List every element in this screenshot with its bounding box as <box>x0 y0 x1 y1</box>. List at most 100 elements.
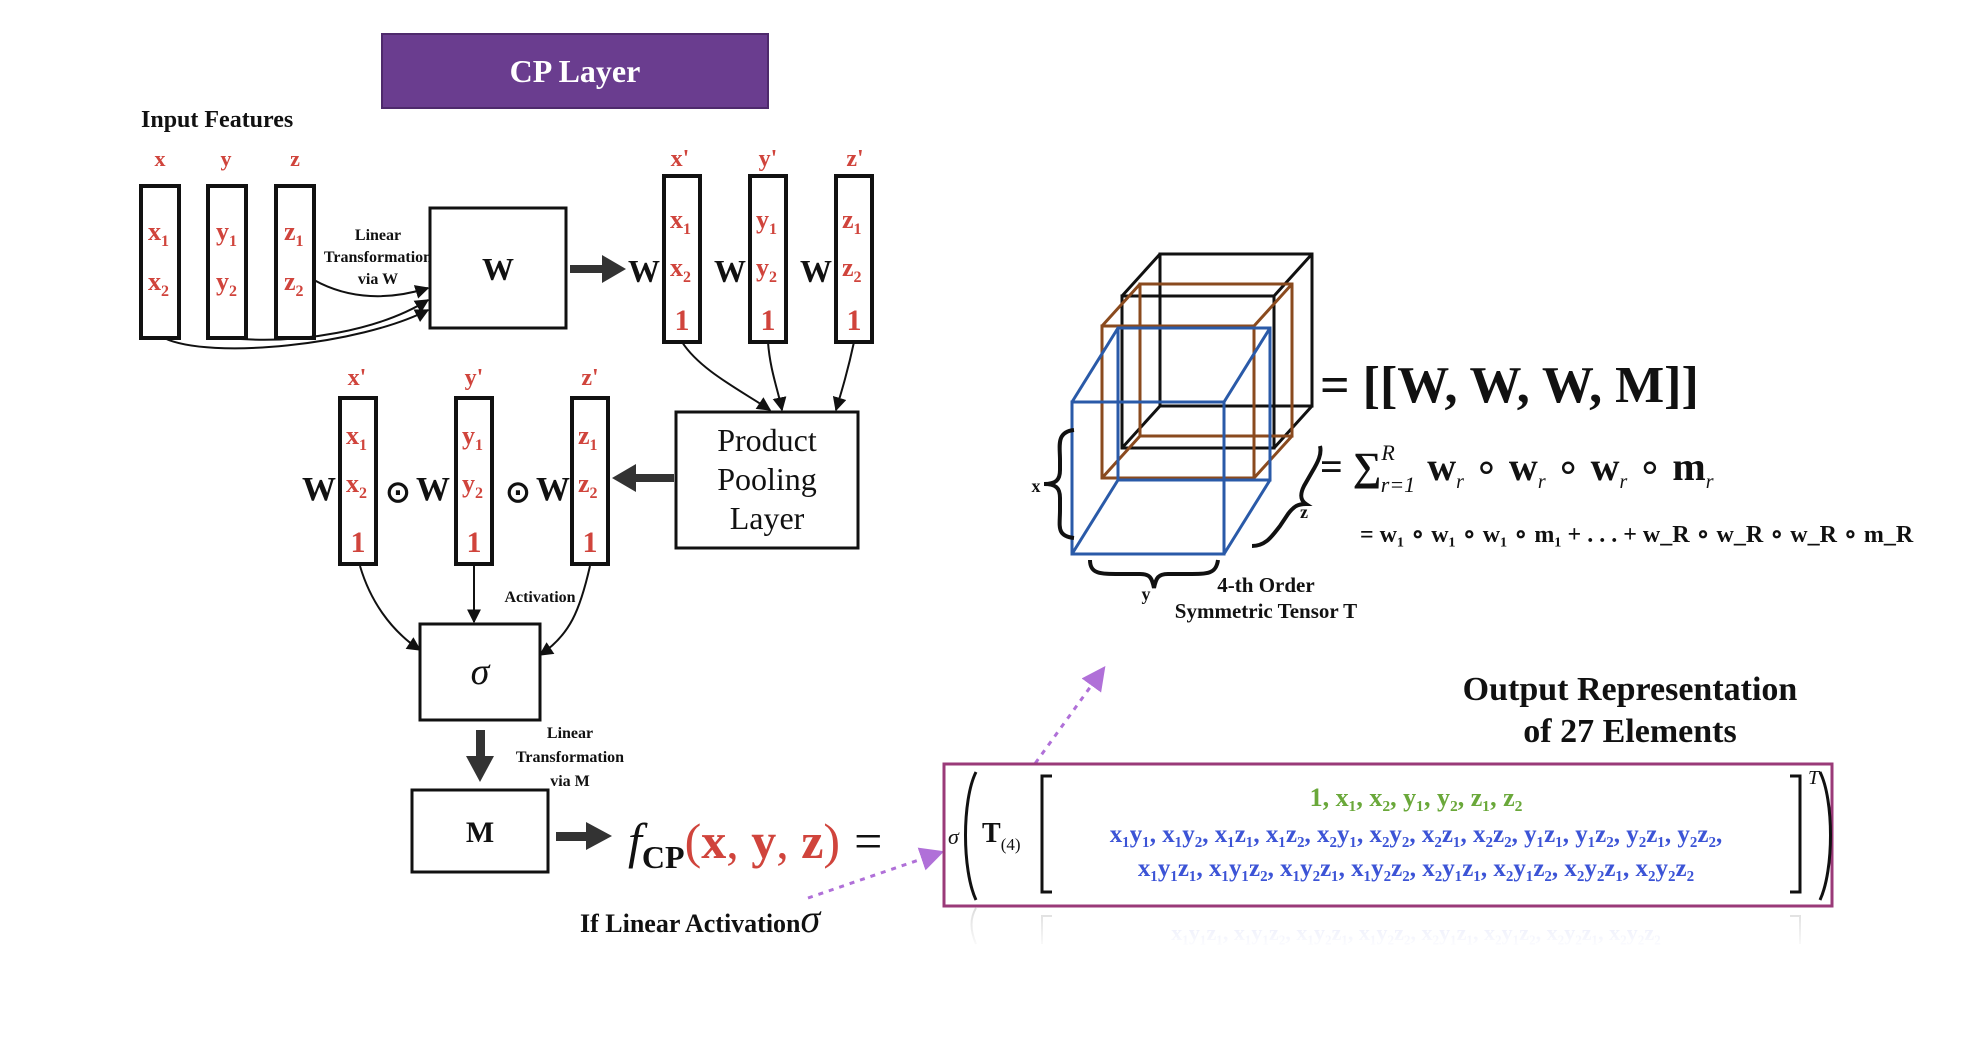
transformed-w-y: W <box>714 253 746 289</box>
transformed-z-header: z' <box>846 146 863 172</box>
tensor-caption: 4-th Order Symmetric Tensor T <box>1175 573 1357 623</box>
tensor-cube <box>1070 252 1314 556</box>
odot-2: ⊙ <box>505 476 530 509</box>
output-T: T(4) <box>982 818 1021 854</box>
banner-title: CP Layer <box>510 53 641 89</box>
fcp-expression: fCP(x, y, z)= <box>628 813 882 875</box>
w-box <box>428 206 568 330</box>
input-y2: y2 <box>216 267 237 300</box>
transformed-to-pooling-arrows <box>681 341 855 412</box>
x-brace-label: x <box>1032 476 1041 496</box>
output-title-line1: Output Representation <box>1463 671 1798 708</box>
product-pooling-box <box>674 410 860 550</box>
product-w-x: W <box>302 471 336 508</box>
linear-w-line1: Linear <box>355 227 401 244</box>
arrow-y-to-w <box>227 299 430 341</box>
m-to-fcp-arrow <box>556 822 612 850</box>
m-box <box>410 788 550 874</box>
p-x1: x1 <box>346 421 367 454</box>
tensor-eq-expanded: = w₁ ∘ w₁ ∘ w₁ ∘ m₁ + . . . + w_R ∘ w_R … <box>1360 522 1914 548</box>
input-x-header: x <box>155 146 166 171</box>
output-row-order3: x₁y₁z₁, x₁y₁z₂, x₁y₂z₁, x₁y₂z₂, x₂y₁z₁, … <box>1138 855 1694 882</box>
t-x2: x2 <box>670 253 691 286</box>
cube-brown <box>1100 282 1294 480</box>
product-x-header: x' <box>348 365 367 391</box>
dotted-arrow-to-output <box>807 847 945 900</box>
transformed-x-header: x' <box>671 146 690 172</box>
input-to-w-arrows <box>163 279 430 350</box>
y-brace-label: y <box>1142 584 1151 604</box>
output-close-paren <box>1818 771 1832 901</box>
transformed-w-x: W <box>628 253 660 289</box>
y-brace <box>1088 559 1220 589</box>
product-z-vector <box>570 396 610 566</box>
p-y-one: 1 <box>467 526 482 559</box>
p-z2: z2 <box>578 469 598 502</box>
output-row-order2: x₁y₁, x₁y₂, x₁z₁, x₁z₂, x₂y₁, x₂y₂, x₂z₁… <box>1110 821 1722 848</box>
t-y-one: 1 <box>761 304 776 337</box>
transformed-y-header: y' <box>759 146 778 172</box>
product-pooling-label: Product Pooling Layer <box>717 422 817 536</box>
banner <box>381 33 769 109</box>
p-y2: y2 <box>462 469 483 502</box>
product-w-z: W <box>536 471 570 508</box>
activation-label: Activation <box>504 589 575 606</box>
linear-m-line2: Transformation <box>516 749 624 766</box>
output-elements: 1, x₁, x₂, y₁, y₂, z₁, z₂ x₁y₁, x₁y₂, x₁… <box>1110 783 1722 882</box>
arrow-z-to-w <box>313 279 430 299</box>
tensor-caption-line2: Symmetric Tensor T <box>1175 599 1357 623</box>
linear-w-line3: via W <box>358 271 398 288</box>
output-sigma: σ <box>948 824 960 849</box>
w-box-label: W <box>482 251 514 287</box>
transformed-w-z: W <box>800 253 832 289</box>
linear-m-line1: Linear <box>547 725 593 742</box>
input-features-heading: Input Features <box>141 107 293 133</box>
cube-blue <box>1070 326 1272 556</box>
linear-w-line2: Transformation <box>324 249 432 266</box>
pooling-line3: Layer <box>730 500 805 536</box>
arrow-x-to-w <box>163 309 430 350</box>
output-open-bracket <box>1040 774 1052 894</box>
pooling-to-product-arrow <box>612 464 674 492</box>
input-y1: y1 <box>216 217 237 250</box>
output-open-paren <box>964 771 978 901</box>
if-linear-label: If Linear Activationσ <box>580 896 822 941</box>
input-x-vector <box>139 184 181 340</box>
p-z1: z1 <box>578 421 598 454</box>
product-y-vector <box>454 396 494 566</box>
p-y1: y1 <box>462 421 483 454</box>
product-z-header: z' <box>581 365 598 391</box>
product-y-header: y' <box>465 365 484 391</box>
input-z1: z1 <box>284 217 304 250</box>
w-to-transformed-arrow <box>570 255 626 283</box>
transformed-x-vector <box>662 174 702 344</box>
sigma-box <box>418 622 542 722</box>
pooling-line2: Pooling <box>717 461 817 497</box>
input-x2: x2 <box>148 267 169 300</box>
pooling-line1: Product <box>717 422 817 458</box>
linear-m-line3: via M <box>550 773 590 790</box>
product-x-vector <box>338 396 378 566</box>
input-y-header: y <box>221 146 232 171</box>
tensor-eq-kruskal: = [[W, W, W, M]] <box>1320 357 1699 414</box>
p-x2: x2 <box>346 469 367 502</box>
p-x-one: 1 <box>351 526 366 559</box>
product-vectors: x' y' z' W x1 x2 1 ⊙ W y1 y2 1 ⊙ W z1 z2… <box>302 365 610 566</box>
input-feature-vectors: x x1 x2 y y1 y2 z z1 z2 <box>139 146 316 340</box>
product-to-sigma-arrows <box>359 565 591 656</box>
input-z2: z2 <box>284 267 304 300</box>
output-close-bracket <box>1790 774 1802 894</box>
product-w-y: W <box>416 471 450 508</box>
x-brace <box>1043 428 1075 540</box>
linear-transform-w-label: Linear Transformation via W <box>324 227 432 288</box>
output-transpose: T <box>1808 767 1821 789</box>
output-frame <box>942 762 1834 908</box>
transformed-z-vector <box>834 174 874 344</box>
tensor-caption-line1: 4-th Order <box>1217 573 1314 597</box>
output-title-line2: of 27 Elements <box>1523 713 1736 750</box>
sigma-box-label: σ <box>471 651 491 693</box>
z-brace-label: z <box>1300 502 1308 522</box>
t-x1: x1 <box>670 205 691 238</box>
